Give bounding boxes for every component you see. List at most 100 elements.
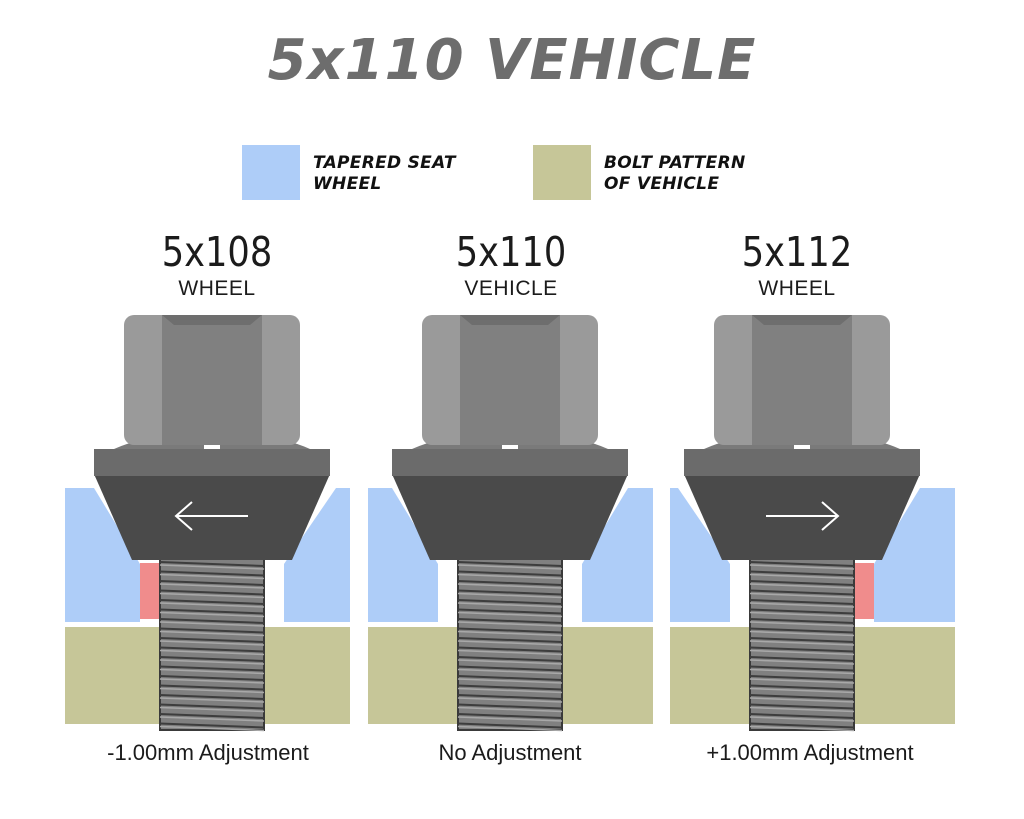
thread-line — [159, 570, 265, 577]
vehicle-hub-right — [264, 627, 350, 724]
thread-line — [749, 656, 855, 662]
thread-line — [457, 570, 563, 577]
bolt-cone-seat — [392, 474, 628, 560]
thread-highlight — [457, 706, 563, 713]
wheel-seat-right — [874, 488, 955, 622]
thread-highlight — [749, 602, 855, 608]
thread-highlight — [159, 687, 265, 694]
thread-highlight — [457, 573, 563, 580]
thread-highlight — [749, 611, 855, 618]
thread-line — [159, 646, 265, 653]
thread-highlight — [159, 678, 265, 684]
thread-line — [457, 694, 563, 700]
hex-top-bevel — [162, 315, 262, 325]
vehicle-hub-right — [854, 627, 955, 724]
thread-highlight — [457, 630, 563, 637]
thread-highlight — [159, 706, 265, 713]
thread-line — [159, 684, 265, 691]
right-arrow-icon — [766, 501, 840, 531]
thread-line — [749, 618, 855, 624]
thread-line — [749, 570, 855, 577]
thread-line — [749, 675, 855, 681]
thread-highlight — [159, 697, 265, 703]
thread-line — [749, 722, 855, 729]
arrow-head — [821, 501, 840, 531]
thread-highlight — [159, 725, 265, 732]
bolt-hex-face — [752, 315, 852, 445]
thread-highlight — [457, 659, 563, 665]
thread-line — [749, 637, 855, 643]
thread-highlight — [749, 725, 855, 732]
thread-highlight — [457, 649, 563, 656]
thread-highlight — [457, 640, 563, 646]
bolt-panel-5x112 — [670, 315, 955, 732]
thread-line — [749, 627, 855, 634]
thread-line — [159, 561, 265, 567]
thread-highlight — [457, 697, 563, 703]
thread-highlight — [749, 659, 855, 665]
wheel-seat-left — [670, 488, 730, 622]
thread-highlight — [749, 621, 855, 627]
thread-highlight — [749, 687, 855, 694]
thread-line — [457, 675, 563, 681]
column-5x110-label: VEHICLE — [464, 277, 558, 300]
thread-line — [749, 713, 855, 719]
bolt-panel-5x110 — [368, 315, 653, 732]
bolt-hex-face — [162, 315, 262, 445]
thread-line — [749, 580, 855, 586]
thread-highlight — [749, 697, 855, 703]
thread-highlight — [749, 564, 855, 570]
thread-highlight — [749, 573, 855, 580]
hex-top-bevel — [752, 315, 852, 325]
thread-highlight — [749, 640, 855, 646]
thread-line — [457, 637, 563, 643]
thread-line — [159, 694, 265, 700]
vehicle-hub-left — [670, 627, 750, 724]
thread-line — [159, 618, 265, 624]
thread-highlight — [159, 630, 265, 637]
thread-line — [457, 713, 563, 719]
thread-highlight — [159, 564, 265, 570]
vehicle-hub-left — [65, 627, 160, 724]
legend-swatch-bolt-pattern-vehicle — [533, 145, 591, 200]
thread-highlight — [749, 592, 855, 599]
thread-line — [457, 618, 563, 624]
bolt-panel-5x108 — [65, 315, 350, 732]
thread-line — [159, 713, 265, 719]
thread-line — [159, 580, 265, 586]
thread-line — [749, 665, 855, 672]
thread-highlight — [749, 630, 855, 637]
hex-top-bevel — [460, 315, 560, 325]
thread-line — [159, 675, 265, 681]
thread-highlight — [457, 687, 563, 694]
thread-line — [159, 608, 265, 615]
thread-line — [457, 599, 563, 605]
thread-highlight — [159, 668, 265, 675]
thread-line — [159, 627, 265, 634]
thread-highlight — [159, 649, 265, 656]
thread-line — [749, 646, 855, 653]
legend-label-tapered-seat-wheel: TAPERED SEAT WHEEL — [313, 153, 456, 194]
thread-line — [457, 589, 563, 596]
thread-line — [457, 561, 563, 567]
thread-line — [457, 656, 563, 662]
wheel-seat-right — [284, 488, 350, 622]
thread-line — [749, 561, 855, 567]
thread-line — [159, 703, 265, 710]
thread-highlight — [457, 611, 563, 618]
thread-highlight — [457, 564, 563, 570]
column-5x112-label: WHEEL — [758, 277, 836, 300]
thread-line — [159, 656, 265, 662]
page-title: 5x110 VEHICLE — [267, 28, 757, 93]
column-5x110-pattern: 5x110 — [455, 228, 567, 276]
gap-indicator — [854, 563, 874, 619]
thread-highlight — [159, 659, 265, 665]
column-5x108-label: WHEEL — [178, 277, 256, 300]
thread-highlight — [159, 602, 265, 608]
bolt-flange — [392, 449, 628, 476]
thread-line — [749, 608, 855, 615]
gap-indicator — [140, 563, 160, 619]
thread-highlight — [749, 668, 855, 675]
thread-highlight — [749, 649, 855, 656]
